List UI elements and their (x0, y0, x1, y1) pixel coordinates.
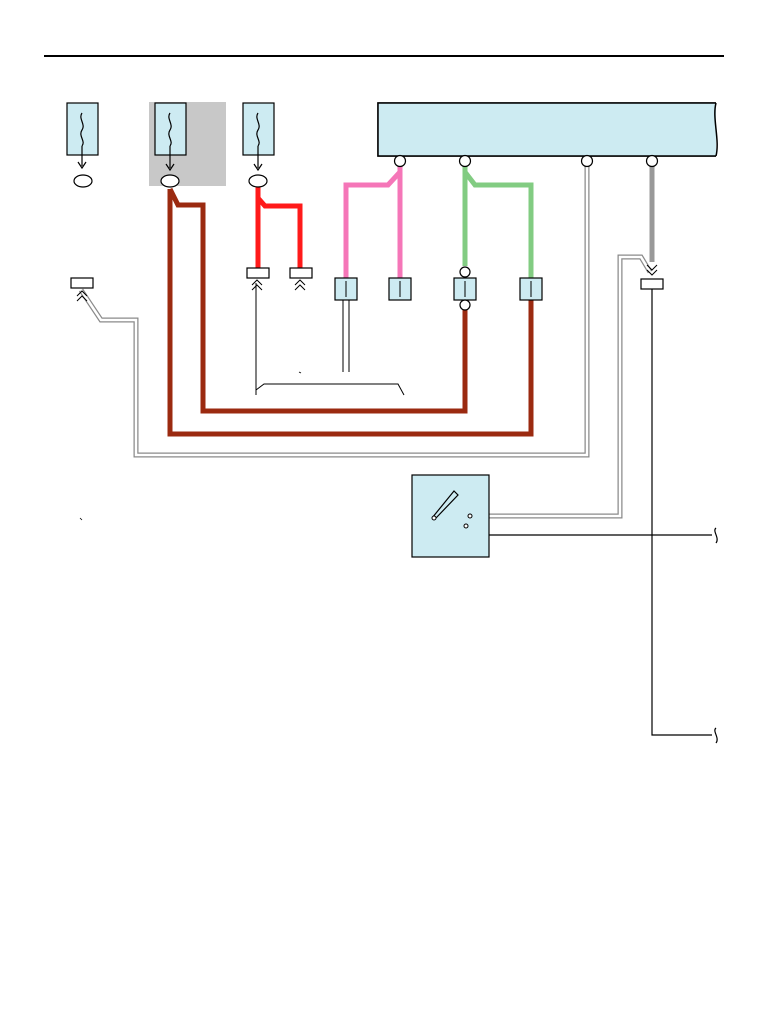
switch-contact-icon (431, 490, 459, 519)
connector-left[interactable] (70, 277, 94, 302)
fuse-icon (80, 112, 84, 147)
double-chevron-terminal-icon (646, 264, 658, 276)
wire-break-icon (714, 527, 718, 544)
wire-thin-loop (255, 283, 405, 396)
inline-connector-pink-2[interactable] (388, 277, 412, 301)
fuse-1-terminal (73, 174, 93, 188)
wire-white-left (78, 162, 590, 458)
wire-white-right (470, 254, 653, 519)
fuse-2-terminal (160, 174, 180, 188)
connector-red-left[interactable] (246, 267, 270, 291)
stray-mark (298, 371, 302, 374)
wire-brown-outer (167, 189, 534, 437)
double-chevron-terminal-icon (251, 279, 263, 291)
ecu-pin-1[interactable] (393, 154, 407, 168)
fuse-icon (256, 112, 260, 147)
fuse-1[interactable] (66, 102, 99, 188)
wire-break-icon (714, 727, 718, 744)
fuse-3[interactable] (242, 102, 275, 172)
fuse-icon (168, 112, 172, 147)
inline-connector-green-2[interactable] (519, 277, 543, 301)
stray-mark (79, 517, 83, 521)
fuse-3-terminal (248, 174, 268, 188)
wire-switch-out (465, 526, 712, 536)
wire-thin-pink-out (342, 300, 350, 372)
wire-pink (343, 165, 403, 278)
ecu-pin-4[interactable] (645, 154, 659, 168)
wire-ground-vertical (651, 289, 712, 736)
double-chevron-terminal-icon (294, 279, 306, 291)
double-chevron-terminal-icon (76, 290, 88, 302)
switch-box[interactable] (411, 474, 490, 558)
wire-green (462, 165, 534, 278)
control-unit-box[interactable] (377, 102, 718, 157)
ecu-pin-3[interactable] (580, 154, 594, 168)
inline-connector-green-1[interactable] (453, 266, 477, 311)
wire-red (255, 186, 303, 268)
inline-connector-pink-1[interactable] (334, 277, 358, 301)
connector-right[interactable] (640, 264, 664, 290)
wire-brown-inner (167, 187, 468, 414)
connector-red-right[interactable] (289, 267, 313, 291)
ecu-pin-2[interactable] (458, 154, 472, 168)
fuse-2[interactable] (154, 102, 187, 172)
